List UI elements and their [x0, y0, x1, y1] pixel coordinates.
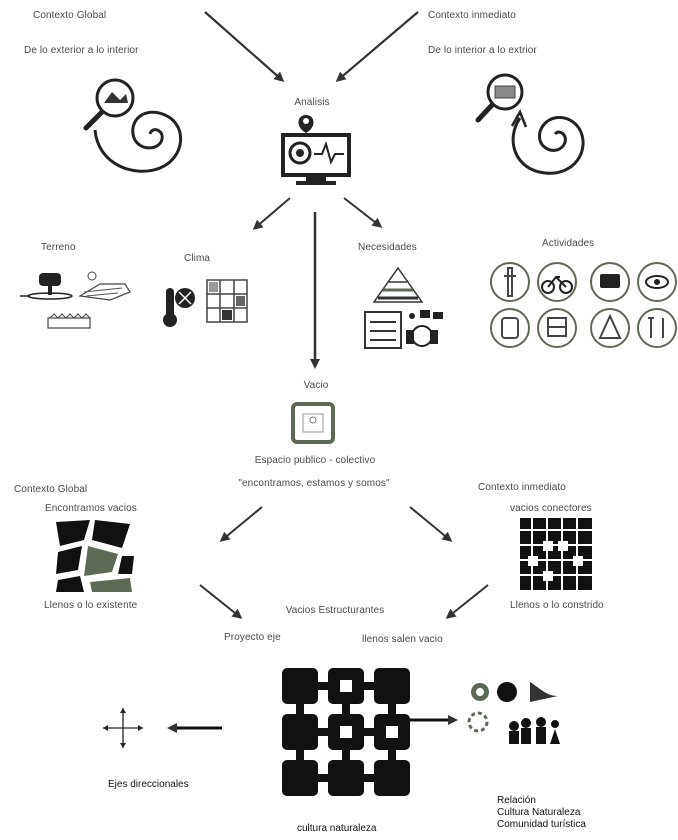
mid-left-bottom: Llenos o lo existente [44, 600, 138, 611]
clima-label: Clima [184, 253, 211, 264]
mid-right-subtitle: vacios conectores [510, 503, 592, 514]
top-left-title: Contexto Global [33, 10, 107, 21]
arrow-analysis-left [252, 197, 291, 230]
llenos-salen-vacio-label: llenos salen vacio [362, 634, 443, 645]
mid-left-subtitle: Encontramos vacios [45, 503, 137, 514]
spiral-icon [93, 110, 182, 173]
ejes-direccionales-label: Ejes direccionales [108, 779, 189, 790]
mid-left-title: Contexto Global [14, 484, 88, 495]
spiral-arrow-icon [511, 116, 585, 175]
patchwork-voids-icon [54, 520, 134, 592]
relacion-icons [467, 682, 560, 744]
top-right-subtitle: De lo interior a lo extrior [428, 45, 537, 56]
clima-icons [163, 279, 248, 327]
actividades-icons [490, 262, 677, 348]
relacion-line-2: Cultura Naturaleza [497, 807, 581, 818]
analysis-label: Analisis [294, 97, 330, 108]
arrow-mid-right [409, 506, 453, 542]
vacio-label: Vacio [303, 380, 329, 391]
relacion-text-block: Relación Cultura Naturaleza Comunidad tu… [497, 795, 586, 831]
vacio-icon [291, 402, 335, 444]
necesidades-label: Necesidades [358, 242, 417, 253]
top-right-title: Contexto inmediato [428, 10, 516, 21]
magnifier-map-icon [475, 73, 524, 123]
monitor-analysis-icon [281, 115, 351, 185]
relacion-line-3: Comunidad turística [497, 819, 586, 830]
relacion-line-1: Relación [497, 795, 536, 806]
top-left-subtitle: De lo exterior a lo interior [24, 45, 139, 56]
necesidades-icons [364, 266, 443, 349]
arrow-mid-left [219, 506, 263, 542]
espacio-publico-label: Espacio publico - colectivo [254, 455, 376, 466]
arrow-top-right [335, 11, 419, 82]
central-structure-icon [282, 668, 410, 796]
quote-label: "encontramos, estamos y somos" [238, 478, 390, 489]
arrow-top-left [204, 11, 285, 82]
arrow-analysis-right [343, 197, 383, 228]
actividades-label: Actividades [542, 238, 595, 249]
proyecto-eje-label: Proyecto eje [224, 632, 281, 643]
vacios-estructurantes-label: Vacios Estructurantes [285, 605, 385, 616]
mid-right-title: Contexto inmediato [478, 482, 566, 493]
magnifier-house-icon [83, 78, 135, 131]
directional-axes-icon [103, 708, 143, 748]
cultura-naturaleza-label: cultura naturaleza [297, 823, 377, 834]
grid-connectors-icon [520, 518, 592, 590]
terreno-icons [20, 271, 131, 329]
mid-right-bottom: Llenos o lo constrido [510, 600, 604, 611]
terreno-label: Terreno [41, 242, 76, 253]
arrow-lower-left [199, 584, 243, 619]
arrow-lower-right [445, 584, 489, 619]
